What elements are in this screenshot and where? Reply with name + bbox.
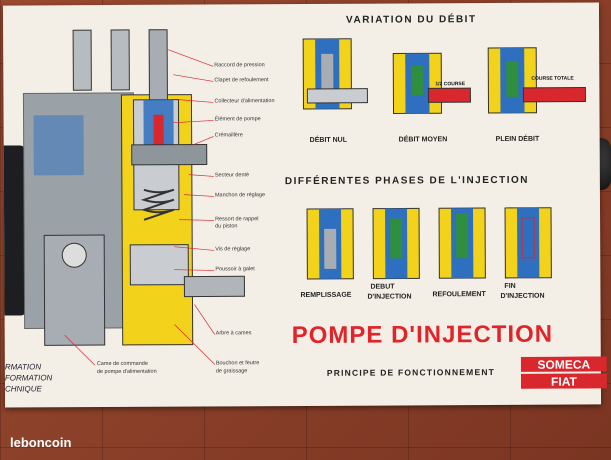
flow-label-full: PLEIN DÉBIT xyxy=(495,135,540,143)
flow-label-medium: DÉBIT MOYEN xyxy=(398,136,448,144)
callout-clapet: Clapet de refoulement xyxy=(214,77,269,84)
callout-came-2: de pompe d'alimentation xyxy=(96,368,157,376)
callout-secteur: Secteur denté xyxy=(214,172,250,179)
callout-arbre: Arbre à cames xyxy=(215,330,252,337)
flow-label-zero: DÉBIT NUL xyxy=(309,136,348,144)
left-caption-line-3: CHNIQUE xyxy=(4,384,42,394)
callout-came: Came de commande xyxy=(96,360,148,368)
flow-diagram-medium xyxy=(392,52,471,115)
callout-poussoir: Poussoir à galet xyxy=(215,266,255,273)
poster-subtitle: PRINCIPE DE FONCTIONNEMENT xyxy=(326,366,496,378)
phase-diagram-start xyxy=(372,207,420,280)
callout-ressort-2: du piston xyxy=(215,223,238,230)
phase-diagrams xyxy=(306,207,552,280)
callout-vis: Vis de réglage xyxy=(215,246,251,253)
phase-label-end-2: D'INJECTION xyxy=(500,292,545,300)
flow-tag-half: 1/2 COURSE xyxy=(435,81,466,88)
phase-label-end: FIN xyxy=(504,282,516,290)
left-caption-line-2: FORMATION xyxy=(4,373,53,383)
callout-cremaillere: Crémaillère xyxy=(214,132,243,139)
section-phases-header: DIFFÉRENTES PHASES DE L'INJECTION xyxy=(284,174,530,188)
callout-raccord: Raccord de pression xyxy=(214,62,265,69)
phase-label-filling: REMPLISSAGE xyxy=(300,291,352,300)
watermark: leboncoin xyxy=(10,435,72,450)
callout-manchon: Manchon de réglage xyxy=(214,192,266,199)
flow-diagram-zero xyxy=(302,38,368,110)
logo-line-1: SOMECA xyxy=(537,357,590,371)
logo-line-2: FIAT xyxy=(551,375,578,389)
flow-diagram-full xyxy=(487,47,586,114)
callout-bouchon-2: de graissage xyxy=(215,368,248,375)
phase-diagram-end xyxy=(504,207,552,279)
phase-diagram-filling xyxy=(306,208,354,280)
callout-bouchon: Bouchon et feutre xyxy=(215,360,260,367)
phase-label-delivery: REFOULEMENT xyxy=(432,291,486,299)
left-caption: RMATION FORMATION CHNIQUE xyxy=(5,361,53,394)
flow-tag-full: COURSE TOTALE xyxy=(531,75,574,82)
phase-diagram-delivery xyxy=(438,207,486,279)
left-caption-line-1: RMATION xyxy=(4,362,42,372)
callout-element: Élément de pompe xyxy=(214,116,261,123)
phase-label-start: DEBUT xyxy=(370,283,395,291)
section-flow-header: VARIATION DU DÉBIT xyxy=(346,14,477,26)
phase-label-start-2: D'INJECTION xyxy=(367,293,412,301)
poster: Raccord de pression Clapet de refoulemen… xyxy=(2,2,607,408)
pump-cutaway-diagram xyxy=(22,29,245,366)
poster-title: POMPE D'INJECTION xyxy=(291,320,554,350)
someca-fiat-logo: SOMECA FIAT xyxy=(520,356,607,389)
callout-collecteur: Collecteur d'alimentation xyxy=(214,98,275,105)
flow-diagrams xyxy=(302,38,586,115)
